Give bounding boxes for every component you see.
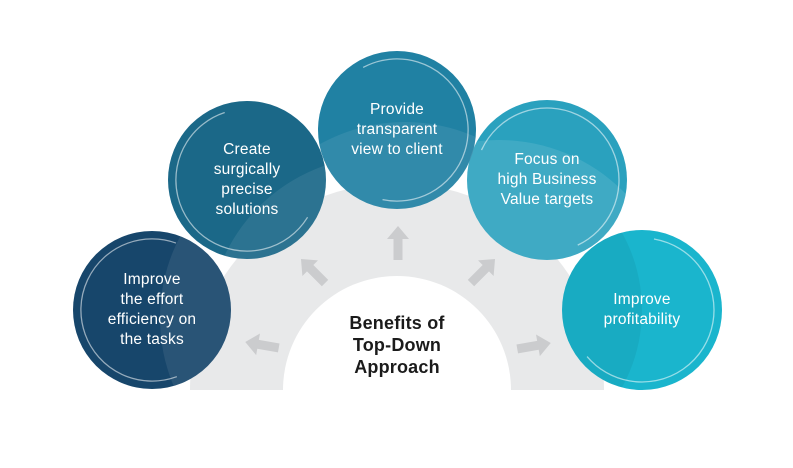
circle-arc-icon <box>325 58 469 202</box>
benefit-circle-business-value-targets: Focus on high Business Value targets <box>467 100 627 260</box>
circle-shine <box>318 122 476 209</box>
benefit-circle-surgically-precise-solutions: Create surgically precise solutions <box>168 101 326 259</box>
circle-arc-icon <box>474 107 620 253</box>
benefit-circle-improve-profitability: Improve profitability <box>562 230 722 390</box>
benefit-circle-transparent-view-to-client: Provide transparent view to client <box>318 51 476 209</box>
arrow-up-left-icon <box>300 258 329 287</box>
arrow-up-right-icon <box>467 258 496 287</box>
arrow-up-icon <box>387 226 409 260</box>
benefit-label: Provide transparent view to client <box>351 101 443 158</box>
circle-arc-icon <box>175 108 319 252</box>
circle-shine <box>159 231 231 389</box>
circle-arc-icon <box>80 238 224 382</box>
white-dome-clip <box>283 276 511 390</box>
benefit-label: Improve profitability <box>603 291 681 328</box>
benefit-label: Create surgically precise solutions <box>213 141 281 218</box>
circle-arc-icon <box>569 237 715 383</box>
benefit-circle-improve-effort-efficiency: Improve the effort efficiency on the tas… <box>73 231 231 389</box>
circle-shade <box>562 230 642 390</box>
benefit-label: Focus on high Business Value targets <box>497 151 597 208</box>
benefit-label: Improve the effort efficiency on the tas… <box>107 271 197 348</box>
arrow-right-icon <box>516 334 551 357</box>
arrow-left-icon <box>245 333 280 356</box>
diagram-title: Benefits of Top-Down Approach <box>349 313 445 377</box>
